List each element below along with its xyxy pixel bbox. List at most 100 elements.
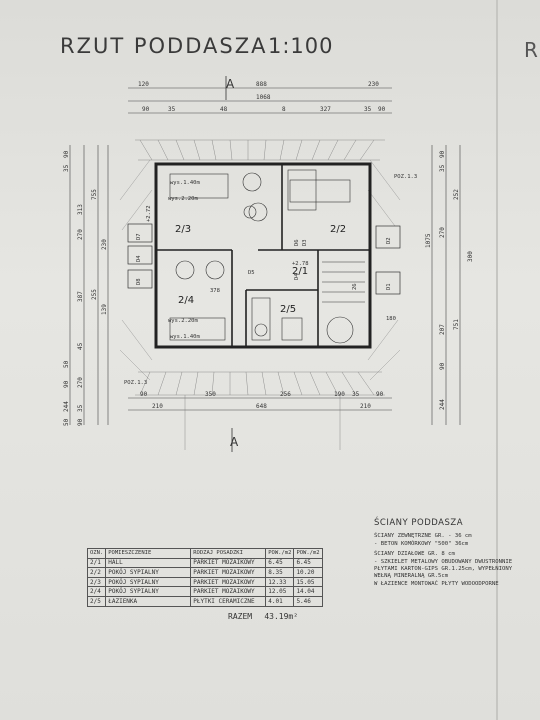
room-label-2-2: 2/2 (330, 224, 346, 235)
window-d7 (127, 223, 153, 243)
roof-hatch-sides (119, 159, 401, 381)
table-room-2-4 (175, 260, 195, 280)
svg-text:90: 90 (439, 150, 446, 158)
section-marker-bottom: A (230, 435, 239, 449)
window-d1 (375, 271, 401, 295)
svg-text:D4: D4 (294, 273, 300, 280)
svg-text:255: 255 (91, 289, 98, 300)
section-markers (225, 76, 233, 452)
svg-text:90: 90 (439, 362, 446, 370)
wall-notes: ŚCIANY PODDASZA ŚCIANY ZEWNĘTRZNE GR. - … (374, 518, 524, 588)
window-d2 (375, 225, 401, 249)
svg-text:45: 45 (77, 342, 84, 350)
dim-180: 180 (386, 316, 396, 322)
height-label-d: wys.1.40m (170, 334, 200, 340)
bottom-dim-210a: 210 (152, 403, 163, 410)
bottom-dim-190: 190 (334, 391, 345, 398)
inner-walls (156, 164, 370, 347)
svg-text:751: 751 (453, 319, 460, 330)
bottom-dim-256: 256 (280, 391, 291, 398)
svg-text:D1: D1 (386, 283, 392, 290)
bottom-dim-90b: 90 (376, 391, 384, 398)
notes-line: W ŁAZIENCE MONTOWAĆ PŁYTY WODOODPORNE (374, 580, 499, 587)
height-label-c: wys.2.20m (168, 318, 198, 324)
roof-windows (127, 223, 401, 295)
paper-fold (496, 0, 498, 720)
svg-text:207: 207 (439, 324, 446, 335)
top-dim-48: 48 (220, 106, 228, 113)
bottom-dim-35: 35 (352, 391, 360, 398)
table-row: 2/1 HALL PARKIET MOZAIKOWY 6.45 6.45 (86, 557, 323, 569)
bathtub (251, 297, 271, 341)
notes-line: ŚCIANY DZIAŁOWE GR. 8 cm (374, 551, 455, 558)
drawing-scale: 1:100 (268, 34, 334, 58)
svg-text:D6: D6 (294, 239, 300, 246)
room-label-2-4: 2/4 (178, 295, 194, 306)
top-dim-35b: 35 (364, 106, 372, 113)
spiral-stair (326, 316, 354, 344)
bottom-dim-210b: 210 (360, 403, 371, 410)
table-row: 2/2 POKÓJ SYPIALNY PARKIET MOZAIKOWY 8.3… (86, 567, 323, 578)
svg-text:313: 313 (77, 204, 84, 215)
total-label: RAZEM (228, 612, 253, 621)
top-dim-90b: 90 (378, 106, 386, 113)
svg-text:35: 35 (439, 164, 446, 172)
notes-heading: ŚCIANY PODDASZA (374, 518, 464, 528)
dim-378: 378 (210, 288, 220, 294)
room-label-2-3: 2/3 (175, 224, 191, 235)
top-dim-327: 327 (320, 106, 331, 113)
svg-text:90: 90 (63, 380, 70, 388)
svg-text:D7: D7 (136, 233, 142, 240)
outer-walls (154, 162, 372, 349)
top-dim-90a: 90 (142, 106, 150, 113)
top-dim-888: 888 (256, 81, 267, 88)
bed-room-2-2 (287, 169, 317, 211)
svg-text:139: 139 (101, 304, 108, 315)
furniture (169, 169, 365, 344)
section-marker-top: A (226, 77, 235, 91)
bottom-dim-90a: 90 (140, 391, 148, 398)
top-dim-230: 230 (368, 81, 379, 88)
svg-text:1075: 1075 (425, 233, 432, 248)
svg-text:300: 300 (467, 251, 474, 262)
svg-text:230: 230 (101, 239, 108, 250)
svg-text:270: 270 (77, 377, 84, 388)
room-schedule-table: OZN. POMIESZCZENIE RODZAJ POSADZKI POW./… (86, 548, 323, 607)
poz-label-bottom: POZ.1.3 (124, 380, 147, 386)
elevation-label: +2.72 (146, 205, 152, 222)
svg-text:D8: D8 (136, 278, 142, 285)
svg-text:35: 35 (77, 404, 84, 412)
bed-room-2-3 (169, 173, 229, 199)
svg-text:244: 244 (63, 401, 70, 412)
total-value: 43.19m² (264, 612, 299, 621)
svg-text:D3: D3 (302, 239, 308, 246)
svg-text:90: 90 (63, 150, 70, 158)
window-d4-left (127, 245, 153, 265)
roof-hatch-bottom (135, 371, 385, 450)
door-labels: D7 D4 D8 D5 D6 D4 D2 D3 D1 (136, 233, 392, 290)
top-dim-120: 120 (138, 81, 149, 88)
bed-room-2-4 (169, 317, 226, 341)
top-dim-1068: 1068 (256, 94, 271, 101)
svg-text:244: 244 (439, 399, 446, 410)
right-dim-labels: 90 35 252 270 1075 300 207 751 90 244 (425, 150, 474, 410)
svg-text:D5: D5 (248, 270, 255, 276)
svg-text:755: 755 (91, 189, 98, 200)
svg-text:35: 35 (63, 164, 70, 172)
roof-hatch-top (135, 139, 385, 161)
svg-text:270: 270 (77, 229, 84, 240)
elevation-label-2: +2.78 (292, 261, 309, 267)
svg-text:D4: D4 (136, 255, 142, 262)
drawing-title: RZUT PODDASZA (60, 34, 268, 58)
dim-26: 26 (352, 283, 358, 290)
svg-text:387: 387 (77, 291, 84, 302)
height-label-a: wys.1.40m (170, 180, 200, 186)
svg-text:50: 50 (63, 360, 70, 368)
left-dim-labels: 90 35 313 755 270 230 387 255 45 139 50 … (63, 150, 108, 426)
table-row: 2/3 POKÓJ SYPIALNY PARKIET MOZAIKOWY 12.… (86, 576, 323, 588)
notes-line: - SZKIELET METALOWY OBUDOWANY DWUSTRONNI… (374, 558, 513, 565)
svg-text:270: 270 (439, 227, 446, 238)
bottom-dim-350: 350 (205, 391, 216, 398)
total-area: RAZEM 43.19m² (228, 612, 298, 621)
svg-text:90: 90 (77, 418, 84, 426)
